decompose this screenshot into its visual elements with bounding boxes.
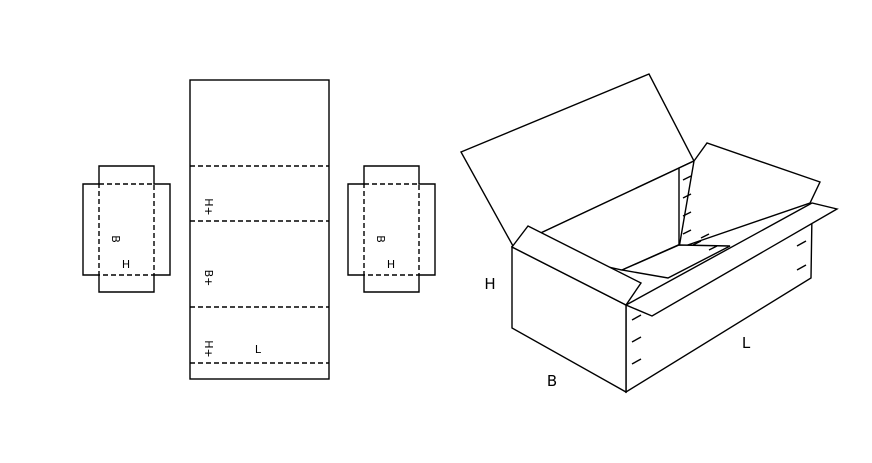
- main-panel-outline: [189, 79, 330, 380]
- right-end-fold-lines: [363, 183, 420, 276]
- left-end-panel: B H: [82, 165, 171, 293]
- box-right-flap: [678, 142, 821, 250]
- main-panel: H+ B+ H+ L: [189, 79, 330, 380]
- box-end-flap: [510, 225, 643, 306]
- box-label-b: B: [547, 372, 557, 390]
- box-floor: [619, 244, 731, 279]
- left-end-label-b: B: [109, 235, 122, 243]
- right-end-label-h: H: [387, 258, 395, 271]
- box-3d-view: H B L: [460, 73, 839, 394]
- box-label-h: H: [484, 275, 495, 293]
- left-end-outline: [82, 165, 171, 293]
- left-end-label-h: H: [122, 258, 130, 271]
- box-fold-ticks: [631, 175, 807, 365]
- main-label-h-bottom: H+: [202, 340, 215, 358]
- right-end-label-b: B: [374, 235, 387, 243]
- box-label-l: L: [742, 334, 751, 352]
- left-end-fold-lines: [98, 183, 155, 276]
- main-label-l: L: [255, 343, 262, 356]
- right-end-panel: B H: [347, 165, 436, 293]
- right-end-outline: [347, 165, 436, 293]
- box-front-flap: [624, 202, 839, 317]
- main-label-h-top: H+: [202, 198, 215, 216]
- main-label-b: B+: [202, 270, 215, 287]
